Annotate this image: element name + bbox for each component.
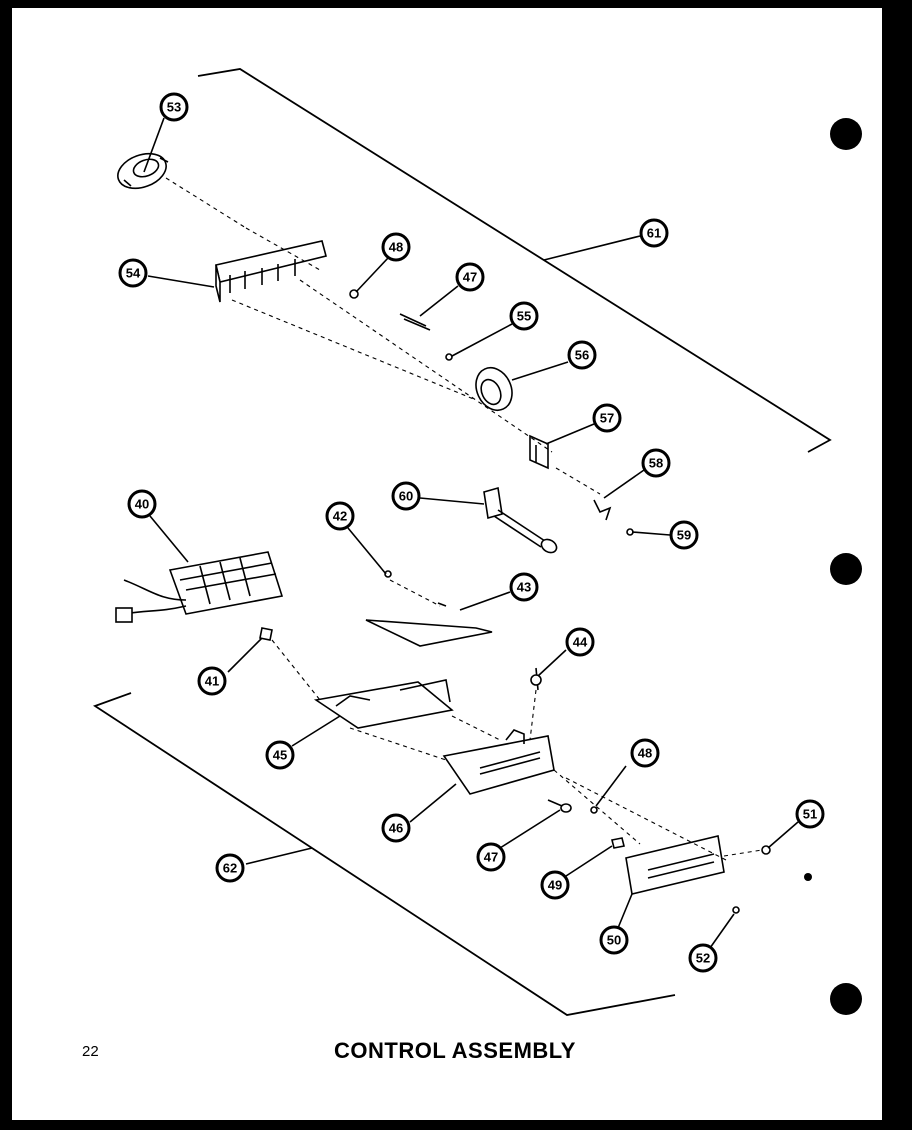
callout-45: 44 bbox=[565, 627, 595, 657]
svg-text:58: 58 bbox=[649, 456, 663, 471]
screw-part bbox=[445, 353, 453, 361]
svg-text:47: 47 bbox=[484, 850, 498, 865]
bracket-part bbox=[365, 602, 493, 647]
switch-part bbox=[530, 667, 542, 691]
callout-42: 42 bbox=[325, 501, 355, 531]
callout-46: 46 bbox=[381, 813, 411, 843]
svg-text:61: 61 bbox=[647, 226, 661, 241]
callout-62: 62 bbox=[215, 853, 245, 883]
nut-part bbox=[804, 873, 812, 881]
callout-50: 50 bbox=[599, 925, 629, 955]
svg-text:40: 40 bbox=[135, 497, 149, 512]
control-bracket-part bbox=[215, 240, 327, 303]
callout-44: 45 bbox=[265, 740, 295, 770]
callout-56: 56 bbox=[567, 340, 597, 370]
page-number: 22 bbox=[82, 1043, 99, 1060]
svg-text:51: 51 bbox=[803, 807, 817, 822]
svg-text:45: 45 bbox=[273, 748, 287, 763]
callout-40: 40 bbox=[127, 489, 157, 519]
callout-53: 53 bbox=[159, 92, 189, 122]
svg-text:50: 50 bbox=[607, 933, 621, 948]
svg-text:48: 48 bbox=[389, 240, 403, 255]
callout-47-lower: 47 bbox=[476, 842, 506, 872]
svg-text:55: 55 bbox=[517, 309, 531, 324]
svg-text:46: 46 bbox=[389, 821, 403, 836]
svg-text:52: 52 bbox=[696, 951, 710, 966]
svg-text:43: 43 bbox=[517, 580, 531, 595]
upper-assembly-frame bbox=[197, 68, 832, 453]
svg-text:60: 60 bbox=[399, 489, 413, 504]
svg-text:49: 49 bbox=[548, 878, 562, 893]
svg-text:41: 41 bbox=[205, 674, 219, 689]
callout-61: 61 bbox=[639, 218, 669, 248]
callout-41: 41 bbox=[197, 666, 227, 696]
callout-57: 57 bbox=[592, 403, 622, 433]
svg-text:47: 47 bbox=[463, 270, 477, 285]
punch-hole-bottom bbox=[830, 983, 862, 1015]
svg-text:54: 54 bbox=[126, 266, 141, 281]
sensor-part bbox=[483, 486, 558, 554]
svg-text:48: 48 bbox=[638, 746, 652, 761]
knob-part bbox=[475, 367, 513, 411]
callout-51: 51 bbox=[795, 799, 825, 829]
wiring-harness-part bbox=[115, 551, 284, 623]
svg-text:53: 53 bbox=[167, 100, 181, 115]
bracket-part bbox=[529, 434, 549, 470]
timer-part bbox=[117, 152, 169, 190]
svg-text:59: 59 bbox=[677, 528, 691, 543]
callout-48-upper: 48 bbox=[381, 232, 411, 262]
lower-assembly-frame bbox=[92, 692, 676, 1016]
callout-59: 59 bbox=[669, 520, 699, 550]
svg-text:44: 44 bbox=[573, 635, 588, 650]
clip-part bbox=[611, 837, 625, 849]
callout-55: 55 bbox=[509, 301, 539, 331]
clip-part bbox=[399, 313, 431, 331]
holder-part bbox=[593, 499, 634, 536]
callout-54: 54 bbox=[118, 258, 148, 288]
page-title: CONTROL ASSEMBLY bbox=[334, 1038, 576, 1063]
screw-part bbox=[590, 806, 598, 814]
svg-text:62: 62 bbox=[223, 861, 237, 876]
screw-part bbox=[732, 906, 740, 914]
clip-part bbox=[547, 799, 572, 813]
control-panel-part bbox=[625, 835, 725, 895]
callout-60: 60 bbox=[391, 481, 421, 511]
callout-43: 43 bbox=[509, 572, 539, 602]
callout-58: 58 bbox=[641, 448, 671, 478]
svg-text:57: 57 bbox=[600, 411, 614, 426]
svg-text:56: 56 bbox=[575, 348, 589, 363]
assembly-alignment-lines bbox=[165, 177, 763, 861]
callout-52: 52 bbox=[688, 943, 718, 973]
leader-lines bbox=[143, 117, 799, 949]
callout-49: 49 bbox=[540, 870, 570, 900]
connector-part bbox=[259, 627, 273, 641]
svg-text:42: 42 bbox=[333, 509, 347, 524]
document-sheet bbox=[12, 8, 882, 1120]
mounting-plate-part bbox=[313, 679, 454, 729]
callout-48-lower: 48 bbox=[630, 738, 660, 768]
punch-hole-top bbox=[830, 118, 862, 150]
control-housing-part bbox=[442, 729, 555, 795]
punch-hole-middle bbox=[830, 553, 862, 585]
callout-47-upper: 47 bbox=[455, 262, 485, 292]
